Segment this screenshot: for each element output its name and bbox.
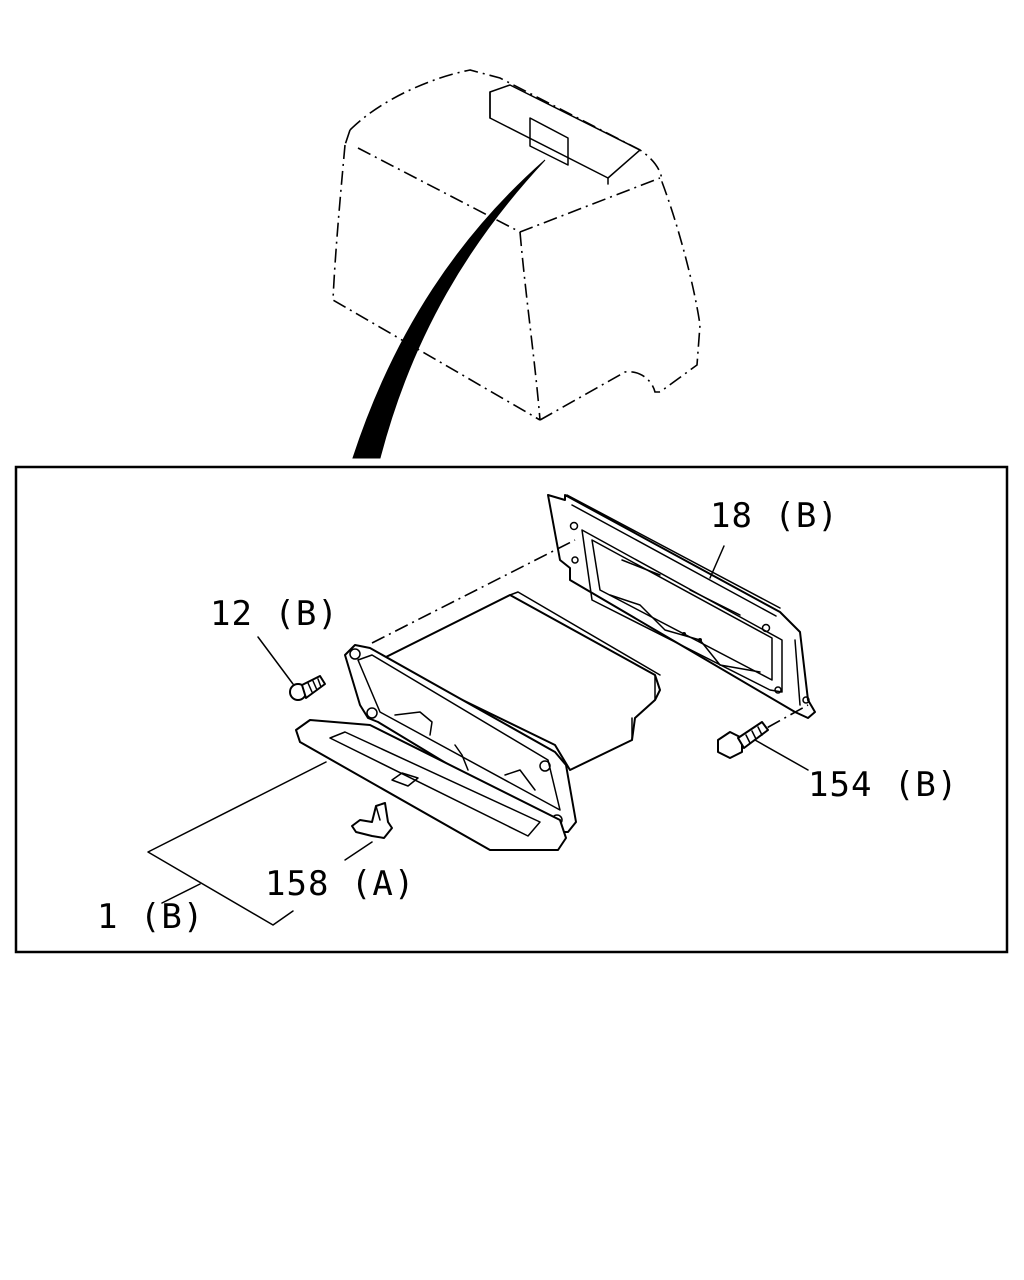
- latch-striker: [351, 802, 393, 839]
- box-body: [379, 591, 661, 771]
- vehicle-cab-overview: [332, 69, 701, 459]
- bezel-frame: [344, 644, 577, 833]
- leader-lines: [147, 545, 809, 926]
- callout-18: 18 (B): [710, 496, 839, 536]
- lid-door: [295, 719, 567, 851]
- callout-154: 154 (B): [808, 765, 958, 805]
- screw-12: [289, 675, 326, 701]
- callout-158: 158 (A): [265, 864, 415, 904]
- callout-12: 12 (B): [210, 594, 339, 634]
- mounting-bracket: [547, 494, 816, 719]
- detail-frame: [14, 465, 1009, 954]
- bolt-154: [717, 721, 769, 759]
- callout-1: 1 (B): [97, 897, 204, 937]
